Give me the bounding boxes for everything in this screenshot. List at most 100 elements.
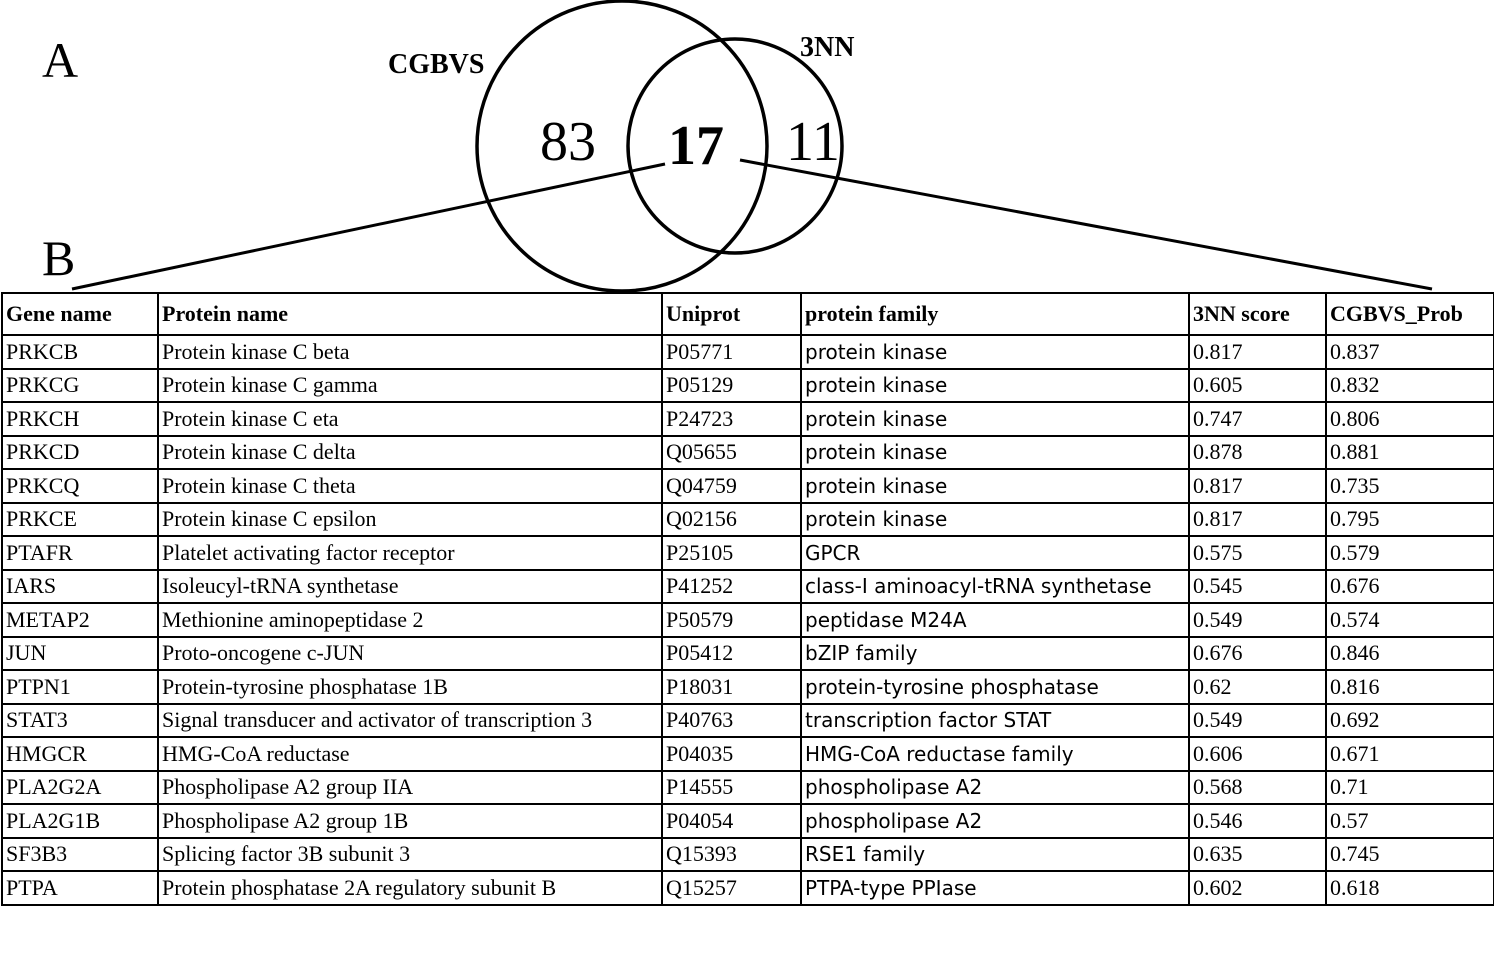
zoom-line-right — [739, 158, 1433, 291]
3nn-score-cell: 0.549 — [1188, 702, 1327, 738]
cgbvs-prob-cell: 0.692 — [1325, 702, 1494, 738]
protein-name-cell: Splicing factor 3B subunit 3 — [157, 836, 663, 872]
protein-name-cell: Protein-tyrosine phosphatase 1B — [157, 669, 663, 705]
cgbvs-prob-cell: 0.574 — [1325, 602, 1494, 638]
intersection-count: 17 — [668, 115, 724, 177]
cgbvs-prob-cell: 0.579 — [1325, 535, 1494, 571]
gene-name-cell: SF3B3 — [1, 836, 159, 872]
cgbvs-prob-cell: 0.806 — [1325, 401, 1494, 437]
panel-label-b: B — [42, 230, 75, 286]
uniprot-cell: P04035 — [661, 736, 802, 772]
protein-name-cell: Protein kinase C eta — [157, 401, 663, 437]
cgbvs-prob-cell: 0.846 — [1325, 635, 1494, 671]
protein-family-cell: protein kinase — [800, 468, 1190, 504]
cgbvs-prob-cell: 0.795 — [1325, 501, 1494, 537]
gene-name-cell: PLA2G1B — [1, 803, 159, 839]
column-header-cgbvs-prob: CGBVS_Prob — [1325, 292, 1494, 336]
protein-name-cell: HMG-CoA reductase — [157, 736, 663, 772]
protein-name-cell: Phospholipase A2 group 1B — [157, 803, 663, 839]
cgbvs-set-label: CGBVS — [388, 49, 484, 80]
3nn-only-count: 11 — [786, 111, 840, 173]
cgbvs-prob-cell: 0.676 — [1325, 568, 1494, 604]
cgbvs-set-circle — [475, 0, 769, 293]
uniprot-cell: P14555 — [661, 769, 802, 805]
protein-family-cell: protein kinase — [800, 501, 1190, 537]
gene-name-cell: IARS — [1, 568, 159, 604]
protein-family-cell: peptidase M24A — [800, 602, 1190, 638]
3nn-score-cell: 0.62 — [1188, 669, 1327, 705]
protein-family-cell: protein kinase — [800, 334, 1190, 370]
gene-name-cell: PRKCQ — [1, 468, 159, 504]
3nn-set-label: 3NN — [800, 32, 854, 63]
cgbvs-prob-cell: 0.671 — [1325, 736, 1494, 772]
column-header-uniprot: Uniprot — [661, 292, 802, 336]
protein-family-cell: protein kinase — [800, 367, 1190, 403]
3nn-score-cell: 0.546 — [1188, 803, 1327, 839]
3nn-score-cell: 0.878 — [1188, 434, 1327, 470]
3nn-score-cell: 0.676 — [1188, 635, 1327, 671]
3nn-score-cell: 0.605 — [1188, 367, 1327, 403]
protein-name-cell: Isoleucyl-tRNA synthetase — [157, 568, 663, 604]
gene-name-cell: JUN — [1, 635, 159, 671]
gene-name-cell: PTAFR — [1, 535, 159, 571]
protein-family-cell: HMG-CoA reductase family — [800, 736, 1190, 772]
protein-family-cell: PTPA-type PPIase — [800, 870, 1190, 906]
gene-name-cell: PLA2G2A — [1, 769, 159, 805]
cgbvs-prob-cell: 0.832 — [1325, 367, 1494, 403]
gene-name-cell: PRKCE — [1, 501, 159, 537]
uniprot-cell: P04054 — [661, 803, 802, 839]
uniprot-cell: P40763 — [661, 702, 802, 738]
venn-diagram: A B CGBVS 3NN 83 17 11 — [42, 0, 1433, 293]
gene-name-cell: PRKCH — [1, 401, 159, 437]
3nn-score-cell: 0.817 — [1188, 468, 1327, 504]
protein-family-cell: transcription factor STAT — [800, 702, 1190, 738]
protein-name-cell: Protein kinase C epsilon — [157, 501, 663, 537]
uniprot-cell: P05771 — [661, 334, 802, 370]
protein-name-cell: Phospholipase A2 group IIA — [157, 769, 663, 805]
3nn-score-cell: 0.606 — [1188, 736, 1327, 772]
zoom-line-left — [71, 162, 666, 291]
protein-family-cell: protein kinase — [800, 434, 1190, 470]
protein-name-cell: Protein phosphatase 2A regulatory subuni… — [157, 870, 663, 906]
protein-name-cell: Protein kinase C theta — [157, 468, 663, 504]
3nn-score-cell: 0.575 — [1188, 535, 1327, 571]
uniprot-cell: Q15257 — [661, 870, 802, 906]
protein-family-cell: bZIP family — [800, 635, 1190, 671]
3nn-set-circle — [626, 37, 844, 255]
gene-name-cell: PRKCG — [1, 367, 159, 403]
gene-name-cell: PRKCD — [1, 434, 159, 470]
uniprot-cell: Q15393 — [661, 836, 802, 872]
protein-name-cell: Methionine aminopeptidase 2 — [157, 602, 663, 638]
cgbvs-prob-cell: 0.837 — [1325, 334, 1494, 370]
gene-name-cell: PTPN1 — [1, 669, 159, 705]
gene-name-cell: HMGCR — [1, 736, 159, 772]
cgbvs-prob-cell: 0.735 — [1325, 468, 1494, 504]
3nn-score-cell: 0.817 — [1188, 501, 1327, 537]
column-header-gene-name: Gene name — [1, 292, 159, 336]
3nn-score-cell: 0.747 — [1188, 401, 1327, 437]
column-header-3nn-score: 3NN score — [1188, 292, 1327, 336]
protein-name-cell: Protein kinase C gamma — [157, 367, 663, 403]
protein-name-cell: Protein kinase C delta — [157, 434, 663, 470]
protein-family-cell: RSE1 family — [800, 836, 1190, 872]
uniprot-cell: P25105 — [661, 535, 802, 571]
3nn-score-cell: 0.549 — [1188, 602, 1327, 638]
protein-family-cell: phospholipase A2 — [800, 769, 1190, 805]
3nn-score-cell: 0.545 — [1188, 568, 1327, 604]
column-header-protein-name: Protein name — [157, 292, 663, 336]
3nn-score-cell: 0.817 — [1188, 334, 1327, 370]
gene-name-cell: STAT3 — [1, 702, 159, 738]
protein-name-cell: Proto-oncogene c-JUN — [157, 635, 663, 671]
3nn-score-cell: 0.568 — [1188, 769, 1327, 805]
gene-name-cell: PTPA — [1, 870, 159, 906]
uniprot-cell: Q05655 — [661, 434, 802, 470]
3nn-score-cell: 0.602 — [1188, 870, 1327, 906]
